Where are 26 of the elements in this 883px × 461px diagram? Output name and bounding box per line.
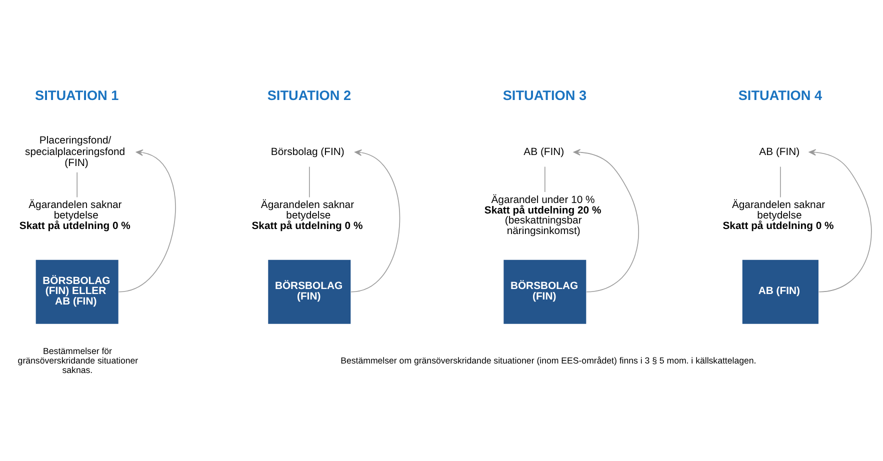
label: Bestämmelser för gränsöverskridande situationer saknas.	[18, 345, 138, 375]
label: SITUATION 2	[267, 88, 352, 103]
connector	[76, 171, 78, 198]
connector	[780, 166, 781, 198]
arrow	[808, 148, 872, 292]
label: SITUATION 1	[35, 88, 119, 103]
node-box: AB (FIN)	[742, 259, 818, 324]
arrow	[118, 148, 176, 292]
node-text: Börsbolag (FIN)	[270, 146, 344, 158]
connector	[544, 166, 546, 192]
label: Bestämmelser om gränsöverskridande situationer (inom EES-området) finns i 3 § 5 mom. i källskattelagen.	[340, 354, 756, 365]
node-text: Ägarandelen saknar betydelse Skatt på utdelning 0 %	[19, 200, 130, 232]
node-text: Ägarandel under 10 % Skatt på utdelning 20 % (beskattningsbar näringsinkomst)	[484, 194, 602, 237]
node-text: Ägarandelen saknar betydelse Skatt på utdelning 0 %	[252, 200, 363, 232]
connector	[309, 166, 310, 198]
node-text: Ägarandelen saknar betydelse Skatt på utdelning 0 %	[722, 200, 834, 232]
node-box: BÖRSBOLAG (FIN)	[504, 259, 586, 324]
node-box: BÖRSBOLAG (FIN) ELLER AB (FIN)	[36, 259, 118, 324]
arrow	[573, 148, 639, 292]
arrow	[350, 148, 400, 292]
node-text: Placeringsfond/ specialplaceringsfond (FIN)	[25, 135, 126, 169]
label: SITUATION 3	[502, 88, 587, 103]
node-box: BÖRSBOLAG (FIN)	[268, 259, 351, 324]
node-text: AB (FIN)	[759, 146, 800, 158]
node-text: AB (FIN)	[524, 146, 564, 158]
label: SITUATION 4	[738, 88, 822, 103]
